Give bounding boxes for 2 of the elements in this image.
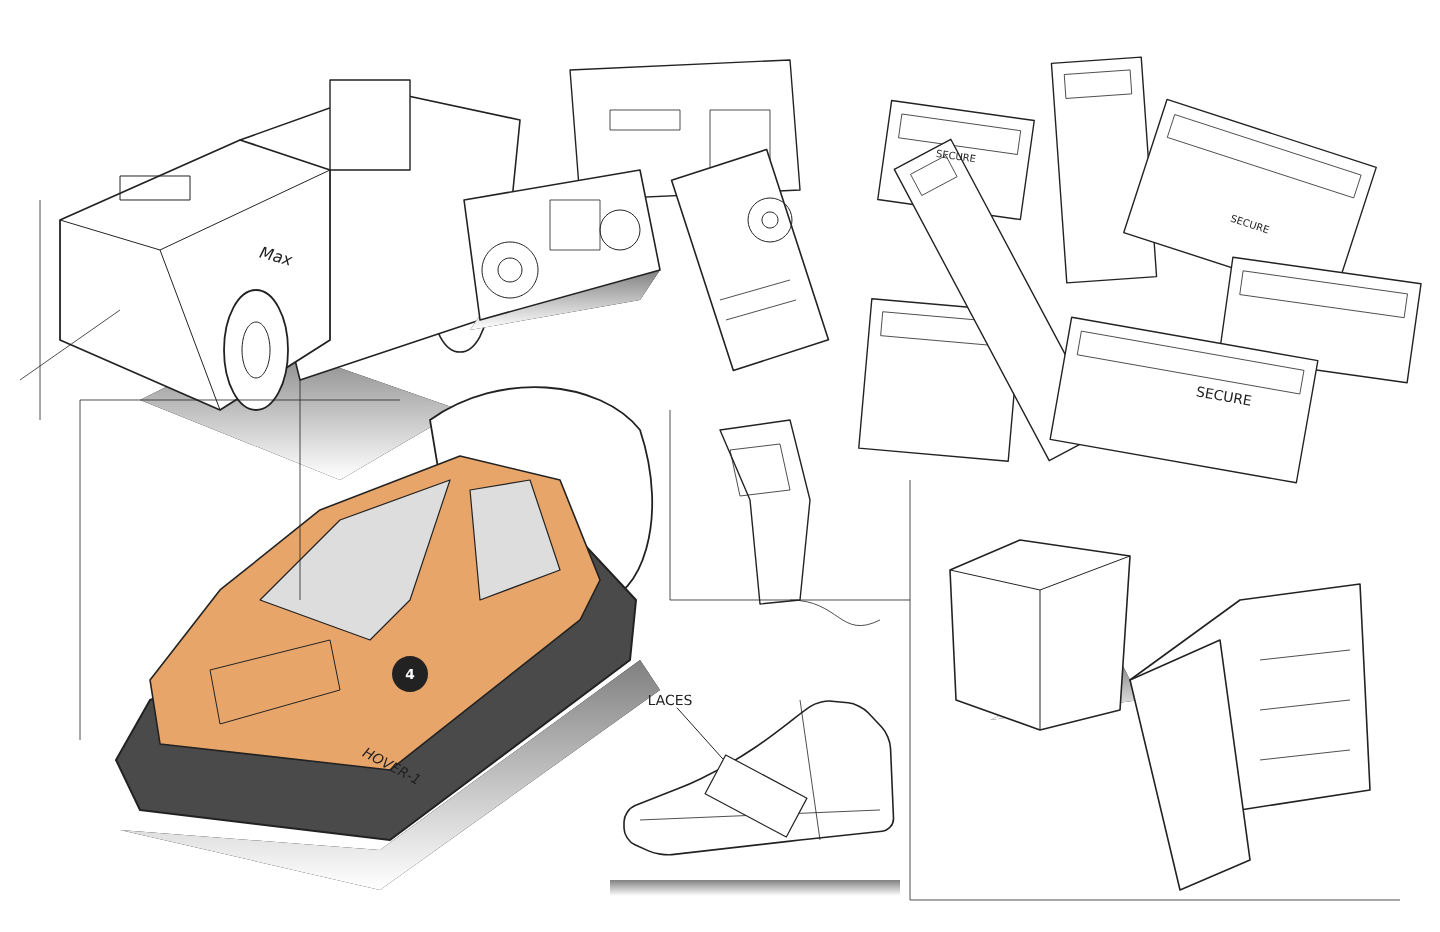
lace-panel-drawing <box>704 754 808 838</box>
leader-line <box>676 707 724 760</box>
